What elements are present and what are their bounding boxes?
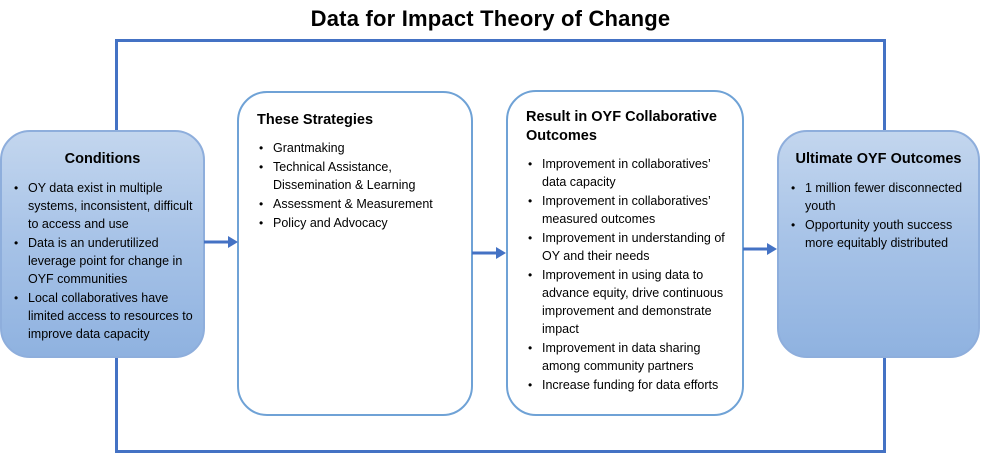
- results-item: Improvement in data sharing among commun…: [526, 339, 732, 375]
- diagram-title: Data for Impact Theory of Change: [310, 6, 671, 31]
- strategies-item: Policy and Advocacy: [257, 214, 457, 232]
- ultimate-box: Ultimate OYF Outcomes 1 million fewer di…: [777, 130, 980, 358]
- ultimate-item: 1 million fewer disconnected youth: [789, 179, 968, 215]
- conditions-title: Conditions: [64, 151, 141, 167]
- ultimate-item: Opportunity youth success more equitably…: [789, 216, 968, 252]
- strategies-item: Grantmaking: [257, 139, 457, 157]
- results-item: Improvement in understanding of OY and t…: [526, 229, 732, 265]
- strategies-box: These Strategies Grantmaking Technical A…: [237, 91, 473, 416]
- conditions-item: Local collaboratives have limited access…: [12, 289, 193, 343]
- results-item: Increase funding for data efforts: [526, 376, 732, 394]
- results-box: Result in OYF Collaborative Outcomes Imp…: [506, 90, 744, 416]
- results-list: Improvement in collaboratives’ data capa…: [526, 155, 732, 394]
- conditions-box: Conditions OY data exist in multiple sys…: [0, 130, 205, 358]
- strategies-title: These Strategies: [257, 112, 374, 128]
- arrow-conditions-to-strategies: [204, 236, 238, 248]
- arrow-results-to-ultimate: [743, 243, 777, 255]
- strategies-item: Assessment & Measurement: [257, 195, 457, 213]
- results-item: Improvement in using data to advance equ…: [526, 266, 732, 338]
- strategies-list: Grantmaking Technical Assistance, Dissem…: [257, 139, 457, 232]
- results-item: Improvement in collaboratives’ data capa…: [526, 155, 732, 191]
- conditions-item: Data is an underutilized leverage point …: [12, 234, 193, 288]
- ultimate-title: Ultimate OYF Outcomes: [795, 151, 962, 167]
- results-title: Result in OYF Collaborative Outcomes: [526, 109, 717, 144]
- conditions-item: OY data exist in multiple systems, incon…: [12, 179, 193, 233]
- results-item: Improvement in collaboratives’ measured …: [526, 192, 732, 228]
- strategies-item: Technical Assistance, Dissemination & Le…: [257, 158, 457, 194]
- arrow-strategies-to-results: [472, 247, 506, 259]
- ultimate-list: 1 million fewer disconnected youth Oppor…: [789, 179, 968, 252]
- conditions-list: OY data exist in multiple systems, incon…: [12, 179, 193, 343]
